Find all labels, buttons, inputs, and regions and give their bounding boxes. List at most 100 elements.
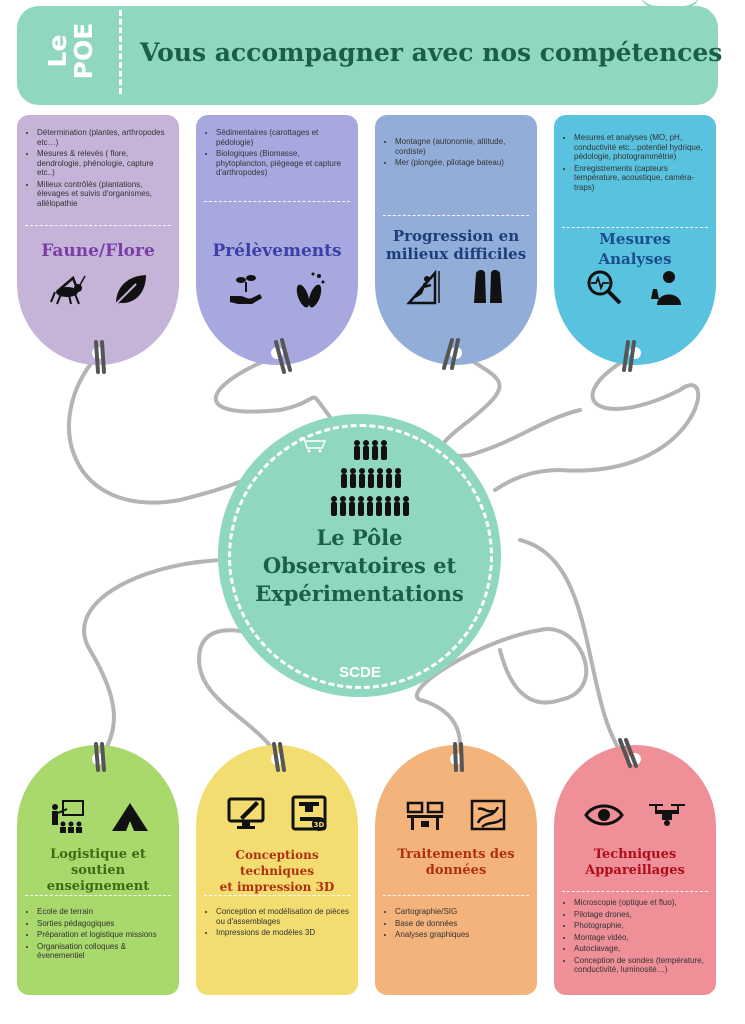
list-item: Mesures & relevés ( flore, dendrologie, … [37,149,171,178]
scde-badge: SCDE [339,664,381,681]
list-item: Enregistrements (capteurs température, a… [574,164,708,193]
card-divider [383,895,529,896]
card-title: Techniques Appareillages [558,847,712,879]
card-title-line: Analyses [598,250,672,268]
card-prelevements: Sédimentaires (carottages et pédologie) … [196,115,358,365]
card-hole [271,753,283,765]
card-hole [629,753,641,765]
list-item: Organisation colloques & évenementiel [37,942,171,961]
scientist-icon [650,271,681,305]
card-divider [204,201,350,202]
list-item: Conception et modélisation de pièces ou … [216,907,350,926]
list-item: Montagne (autonomie, altitude, cordiste) [395,137,529,156]
card-items: Conception et modélisation de pièces ou … [206,907,350,940]
card-techniques: Techniques Appareillages Microscopie (op… [554,745,716,995]
map-icon [470,799,505,831]
list-item: Autoclavage, [574,944,708,954]
card-icons: 3D [196,793,358,833]
list-item: Microscopie (optique et fluo), [574,898,708,908]
card-title: Prélèvements [212,241,342,261]
card-title-line: Logistique et soutien [50,847,146,878]
card-divider [204,895,350,896]
card-progression: Montagne (autonomie, altitude, cordiste)… [375,115,537,365]
teacher-board-icon [51,800,84,833]
card-title-line: Appareillages [585,863,685,878]
card-icons [196,270,358,310]
card-hole [92,347,104,359]
card-items: Ecole de terrain Sorties pédagogiques Pr… [27,907,171,963]
grasshopper-icon [49,275,86,305]
banner-separator [119,10,122,94]
list-item: Pilotage drones, [574,910,708,920]
card-icons [17,270,179,310]
card-title: Mesures Analyses [558,229,712,269]
climber-icon [405,269,440,305]
center-circle: Le Pôle Observatoires et Expérimentation… [218,414,501,697]
tent-icon [111,803,148,831]
list-item: Préparation et logistique missions [37,930,171,940]
card-items: Cartographie/SIG Base de données Analyse… [385,907,529,942]
card-divider [383,215,529,216]
card-divider [562,891,708,892]
card-items: Montagne (autonomie, altitude, cordiste)… [385,137,529,170]
list-item: Analyses graphiques [395,930,529,940]
card-hole [450,347,462,359]
center-ring [228,424,493,689]
list-item: Conception de sondes (température, condu… [574,956,708,975]
list-item: Base de données [395,919,529,929]
page-title: Vous accompagner avec nos compétences [140,38,723,67]
list-item: Détermination (plantes, arthropodes etc…… [37,128,171,147]
card-icons [554,795,716,835]
magnifier-pulse-icon [587,270,621,305]
card-divider [562,227,708,228]
card-hole [271,347,283,359]
card-icons [17,797,179,837]
card-title: Traitements des données [379,847,533,879]
workstations-icon [406,801,443,830]
card-title: Progression en milieux difficiles [379,227,533,263]
card-title-line: Progression en [392,227,520,245]
phytoplankton-icon [296,272,324,308]
list-item: Photographie, [574,921,708,931]
center-title: Le Pôle Observatoires et Expérimentation… [218,524,501,608]
monitor-pen-icon [227,797,264,829]
center-title-line: Observatoires et [262,553,457,578]
card-logistique: Logistique et soutien enseignement Ecole… [17,745,179,995]
card-traitements: Traitements des données Cartographie/SIG… [375,745,537,995]
card-title-line: Techniques [593,847,677,862]
card-divider [25,225,171,226]
leaf-icon [114,275,146,305]
list-item: Ecole de terrain [37,907,171,917]
card-hole [450,753,462,765]
svg-text:3D: 3D [313,821,324,829]
card-title-line: données [425,863,487,878]
header-banner [17,6,718,105]
card-title: Logistique et soutien enseignement [21,847,175,895]
cart-icon [300,437,327,453]
list-item: Cartographie/SIG [395,907,529,917]
card-hole [629,347,641,359]
list-item: Mesures et analyses (MO, pH, conductivit… [574,133,708,162]
3d-printer-icon: 3D [291,795,326,831]
list-item: Mer (plongée, pilotage bateau) [395,158,529,168]
card-items: Microscopie (optique et fluo), Pilotage … [564,898,708,977]
flippers-icon [473,270,502,303]
card-icons [375,267,537,307]
list-item: Milieux contrôlés (plantations, élevages… [37,180,171,209]
card-title-line: et impression 3D [219,880,335,894]
card-title: Conceptions techniques et impression 3D [200,847,354,895]
list-item: Impressions de modèles 3D [216,928,350,938]
card-title-line: Conceptions techniques [235,848,319,878]
card-icons [554,267,716,307]
card-hole [92,753,104,765]
list-item: Sorties pédagogiques [37,919,171,929]
center-title-line: Le Pôle [316,525,403,550]
card-title-line: enseignement [46,879,150,894]
drone-icon [648,804,685,826]
card-items: Mesures et analyses (MO, pH, conductivit… [564,133,708,194]
card-conceptions: 3D Conceptions techniques et impression … [196,745,358,995]
list-item: Sédimentaires (carottages et pédologie) [216,128,350,147]
card-mesures-analyses: Mesures et analyses (MO, pH, conductivit… [554,115,716,365]
center-title-line: Expérimentations [255,581,464,606]
eye-icon [583,804,624,826]
